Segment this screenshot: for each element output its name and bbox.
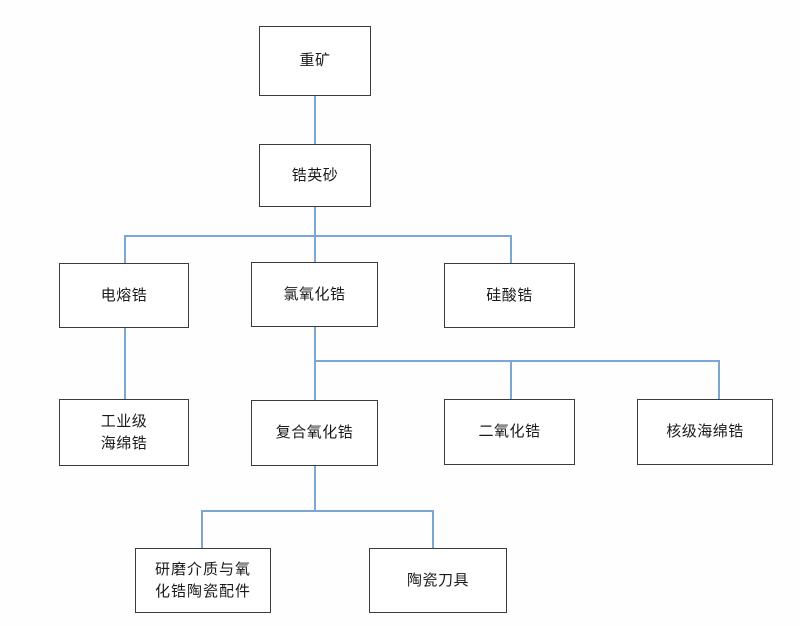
connector-fuheyanghuazuo-stem	[314, 466, 316, 511]
node-label: 重矿	[299, 52, 331, 70]
connector-dianrongzuo-to-gongyeji	[124, 328, 126, 399]
node-dianrongzuo[interactable]: 电熔锆	[59, 263, 189, 328]
connector-bus-to-hejihaimianzuo	[718, 360, 720, 399]
connector-row5-bus	[201, 510, 433, 512]
connector-zhongkuang-to-gaoyingsha	[314, 96, 316, 144]
node-label: 研磨介质与氧 化锆陶瓷配件	[154, 560, 251, 600]
connector-bus-to-yanmojiezhi	[201, 510, 203, 548]
node-gaoyingsha[interactable]: 锆英砂	[259, 144, 371, 207]
node-yanmojiezhi-taociperjian[interactable]: 研磨介质与氧 化锆陶瓷配件	[135, 548, 271, 613]
node-taocidaoju[interactable]: 陶瓷刀具	[369, 548, 507, 613]
connector-bus-to-taocidaoju	[432, 510, 434, 548]
connector-bus-to-eryanghuazuo	[510, 360, 512, 399]
node-label: 锆英砂	[291, 166, 339, 184]
node-label: 复合氧化锆	[275, 424, 354, 442]
node-hejihaimianzuo[interactable]: 核级海绵锆	[637, 399, 773, 465]
node-guisuanzuo[interactable]: 硅酸锆	[444, 263, 575, 328]
node-eryanghuazuo[interactable]: 二氧化锆	[444, 399, 575, 465]
node-fuheyanghuazuo[interactable]: 复合氧化锆	[251, 400, 378, 466]
node-label: 氯氧化锆	[283, 285, 346, 303]
node-gongyeji-haimianzuo[interactable]: 工业级 海绵锆	[59, 399, 189, 466]
node-label: 核级海绵锆	[666, 423, 744, 441]
node-label: 二氧化锆	[478, 423, 541, 441]
connector-bus-to-dianrongzuo	[124, 235, 126, 263]
connector-row3-bus	[124, 235, 511, 237]
node-zhongkuang[interactable]: 重矿	[259, 26, 371, 96]
connector-gaoyingsha-stem	[314, 207, 316, 236]
connector-lvyanghuazuo-stem	[314, 327, 316, 400]
node-label: 工业级 海绵锆	[100, 412, 148, 452]
node-lvyanghuazuo[interactable]: 氯氧化锆	[251, 262, 378, 327]
connector-row4-bus	[314, 360, 719, 362]
connector-bus-to-lvyanghuazuo	[314, 235, 316, 262]
node-label: 硅酸锆	[486, 286, 533, 304]
node-label: 陶瓷刀具	[406, 571, 469, 589]
node-label: 电熔锆	[100, 286, 148, 304]
connector-bus-to-guisuanzuo	[510, 235, 512, 263]
